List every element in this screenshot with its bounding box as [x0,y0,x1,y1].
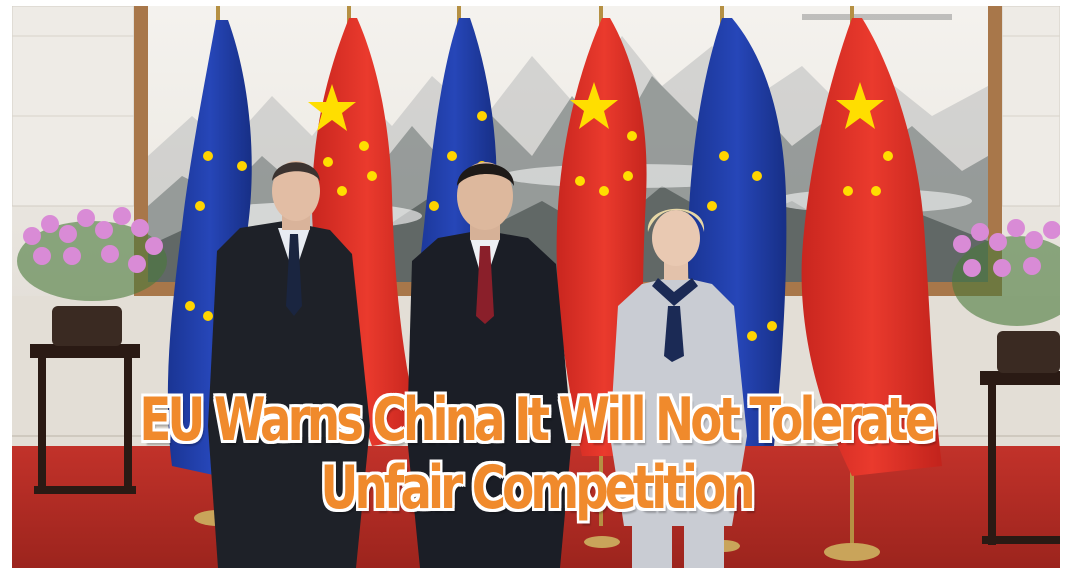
photo-frame: EU Warns China It Will Not Tolerate Unfa… [12,6,1060,568]
orchids-left [17,207,167,301]
person-center [407,162,572,568]
eu-flag-1 [167,20,252,476]
person-right [610,208,747,568]
eu-flag-stars [185,111,777,341]
person-right-head [652,210,700,266]
wall-panel-left [12,6,135,207]
person-left-head [272,161,320,221]
painting-seal [802,14,952,20]
headline-line-1: EU Warns China It Will Not Tolerate [139,385,938,455]
headline: EU Warns China It Will Not Tolerate Unfa… [12,385,1060,523]
person-left [208,161,370,568]
flower-stand-right [980,331,1060,545]
photo-scene [12,6,1060,568]
headline-line-2: Unfair Competition [320,453,757,523]
china-flag-3 [801,18,942,476]
orchids-right [952,219,1060,326]
wall-panel-right [1001,6,1060,207]
china-flag-stars [308,82,893,196]
person-center-head [457,162,513,230]
flower-stand-left [30,306,140,494]
